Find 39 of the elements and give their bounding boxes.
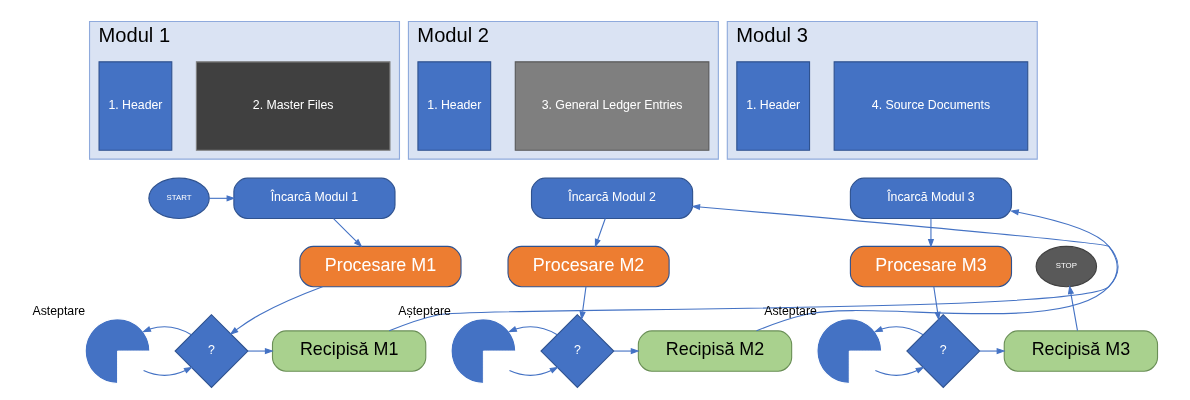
arrow xyxy=(507,325,558,336)
node-box: Procesare M1 xyxy=(299,245,462,288)
node-box: Procesare M3 xyxy=(849,245,1013,288)
node-box: 1. Header xyxy=(736,61,811,151)
arrow xyxy=(143,366,193,376)
arrow xyxy=(579,286,587,321)
node-box: 1. Header xyxy=(417,61,492,151)
arrow xyxy=(594,218,606,248)
node-label: Asteptare xyxy=(764,304,817,319)
node-ellipse: START xyxy=(148,177,210,219)
arrow xyxy=(927,218,935,248)
arrow xyxy=(933,286,941,321)
arrow xyxy=(247,347,274,355)
arrow xyxy=(229,286,324,335)
arrow xyxy=(388,203,1119,332)
arrow xyxy=(142,325,192,336)
arrow xyxy=(333,218,363,248)
arrow xyxy=(508,366,559,376)
node-box: 3. General Ledger Entries xyxy=(514,61,710,151)
arrow xyxy=(874,366,925,376)
node-ellipse: STOP xyxy=(1035,245,1098,288)
arrow xyxy=(613,347,640,355)
node-box: Încarcă Modul 3 xyxy=(849,177,1013,219)
node-box: Încarcă Modul 1 xyxy=(233,177,396,219)
arrow xyxy=(873,325,924,336)
node-box: Procesare M2 xyxy=(507,245,670,288)
arrow xyxy=(979,347,1006,355)
node-diamond: ? xyxy=(174,313,249,389)
node-box: Recipisă M1 xyxy=(271,330,427,372)
node-label: Așteptare xyxy=(398,304,451,319)
node-label: Asteptare xyxy=(32,304,86,319)
node-box: 2. Master Files xyxy=(195,61,391,151)
node-box: 4. Source Documents xyxy=(833,61,1029,151)
node-box: Recipisă M2 xyxy=(637,330,793,372)
node-box: Recipisă M3 xyxy=(1003,330,1159,372)
arrow xyxy=(1067,285,1079,332)
node-box: Încarcă Modul 2 xyxy=(530,177,694,219)
arrow xyxy=(756,209,1119,332)
node-box: 1. Header xyxy=(98,61,173,151)
